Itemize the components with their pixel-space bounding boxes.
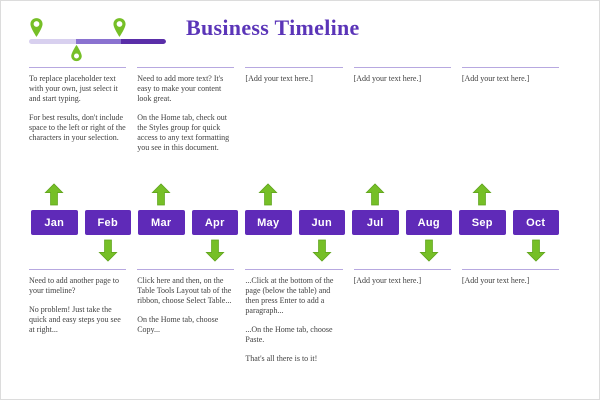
map-pin-icon (29, 17, 44, 38)
placeholder-paragraph[interactable]: ...Click at the bottom of the page (belo… (245, 276, 334, 315)
down-arrow-icon (312, 239, 332, 264)
month-cell[interactable]: Oct (512, 181, 559, 264)
placeholder-paragraph[interactable]: On the Home tab, choose Copy... (137, 315, 219, 334)
placeholder-paragraph[interactable]: [Add your text here.] (353, 74, 422, 83)
month-cell[interactable]: Jun (298, 181, 345, 264)
month-label: Apr (204, 216, 225, 229)
up-arrow-icon (258, 181, 278, 206)
month-label: Mar (151, 216, 172, 229)
month-cell[interactable]: Sep (459, 181, 506, 264)
month-box[interactable]: Feb (84, 210, 131, 235)
text-column[interactable]: To replace placeholder text with your ow… (29, 67, 127, 162)
month-box[interactable]: Aug (405, 210, 452, 235)
text-column[interactable]: Need to add more text? It's easy to make… (137, 67, 235, 162)
placeholder-paragraph[interactable]: For best results, don't include space to… (29, 113, 126, 142)
map-pin-icon (70, 44, 83, 62)
month-cell[interactable]: Aug (405, 181, 452, 264)
text-column[interactable]: ...Click at the bottom of the page (belo… (245, 269, 343, 373)
down-arrow-icon (526, 239, 546, 264)
text-column[interactable]: Click here and then, on the Table Tools … (137, 269, 235, 373)
text-column[interactable]: [Add your text here.] (245, 67, 343, 162)
progress-bar-segment-dark (120, 39, 166, 44)
month-box[interactable]: Jun (298, 210, 345, 235)
down-arrow-icon (98, 239, 118, 264)
text-column[interactable]: [Add your text here.] (461, 269, 560, 373)
page-title[interactable]: Business Timeline (186, 15, 360, 40)
placeholder-paragraph[interactable]: That's all there is to it! (245, 354, 318, 363)
timeline-decoration (29, 17, 169, 69)
placeholder-paragraph[interactable]: Need to add more text? It's easy to make… (137, 74, 224, 103)
placeholder-paragraph[interactable]: No problem! Just take the quick and easy… (29, 305, 121, 334)
placeholder-paragraph[interactable]: ...On the Home tab, choose Paste. (245, 325, 333, 344)
text-column[interactable]: [Add your text here.] (353, 67, 451, 162)
up-arrow-icon (472, 181, 492, 206)
bottom-text-row: Need to add another page to your timelin… (29, 269, 560, 373)
month-label: Aug (417, 216, 440, 229)
month-box[interactable]: Oct (512, 210, 559, 235)
top-text-row: To replace placeholder text with your ow… (29, 67, 560, 162)
month-box[interactable]: May (245, 210, 292, 235)
placeholder-paragraph[interactable]: [Add your text here.] (461, 276, 530, 285)
month-label: Jul (366, 216, 384, 229)
month-cell[interactable]: Feb (84, 181, 131, 264)
placeholder-paragraph[interactable]: [Add your text here.] (245, 74, 313, 83)
map-pin-icon (112, 17, 127, 38)
placeholder-paragraph[interactable]: [Add your text here.] (461, 74, 530, 83)
month-label: May (257, 216, 280, 229)
month-box[interactable]: Apr (191, 210, 238, 235)
text-column[interactable]: [Add your text here.] (353, 269, 451, 373)
month-label: Feb (97, 216, 118, 229)
up-arrow-icon (151, 181, 171, 206)
month-cell[interactable]: May (245, 181, 292, 264)
placeholder-paragraph[interactable]: Need to add another page to your timelin… (29, 276, 119, 295)
month-box[interactable]: Mar (138, 210, 185, 235)
month-label: Sep (471, 216, 493, 229)
month-cell[interactable]: Jul (352, 181, 399, 264)
month-cell[interactable]: Apr (191, 181, 238, 264)
text-column[interactable]: [Add your text here.] (461, 67, 560, 162)
up-arrow-icon (365, 181, 385, 206)
progress-bar-segment-light (29, 39, 76, 44)
placeholder-paragraph[interactable]: To replace placeholder text with your ow… (29, 74, 118, 103)
down-arrow-icon (205, 239, 225, 264)
up-arrow-icon (44, 181, 64, 206)
timeline: Jan Feb Mar (31, 181, 559, 264)
placeholder-paragraph[interactable]: [Add your text here.] (353, 276, 422, 285)
month-label: Jan (44, 216, 65, 229)
month-label: Oct (526, 216, 546, 229)
progress-bar (29, 39, 166, 44)
down-arrow-icon (419, 239, 439, 264)
placeholder-paragraph[interactable]: On the Home tab, check out the Styles gr… (137, 113, 230, 152)
month-box[interactable]: Jul (352, 210, 399, 235)
timeline-grid: Jan Feb Mar (31, 181, 559, 264)
text-column[interactable]: Need to add another page to your timelin… (29, 269, 127, 373)
month-label: Jun (311, 216, 332, 229)
placeholder-paragraph[interactable]: Click here and then, on the Table Tools … (137, 276, 232, 305)
progress-bar-segment-mid (75, 39, 121, 44)
month-cell[interactable]: Jan (31, 181, 78, 264)
month-box[interactable]: Jan (31, 210, 78, 235)
month-cell[interactable]: Mar (138, 181, 185, 264)
month-box[interactable]: Sep (459, 210, 506, 235)
